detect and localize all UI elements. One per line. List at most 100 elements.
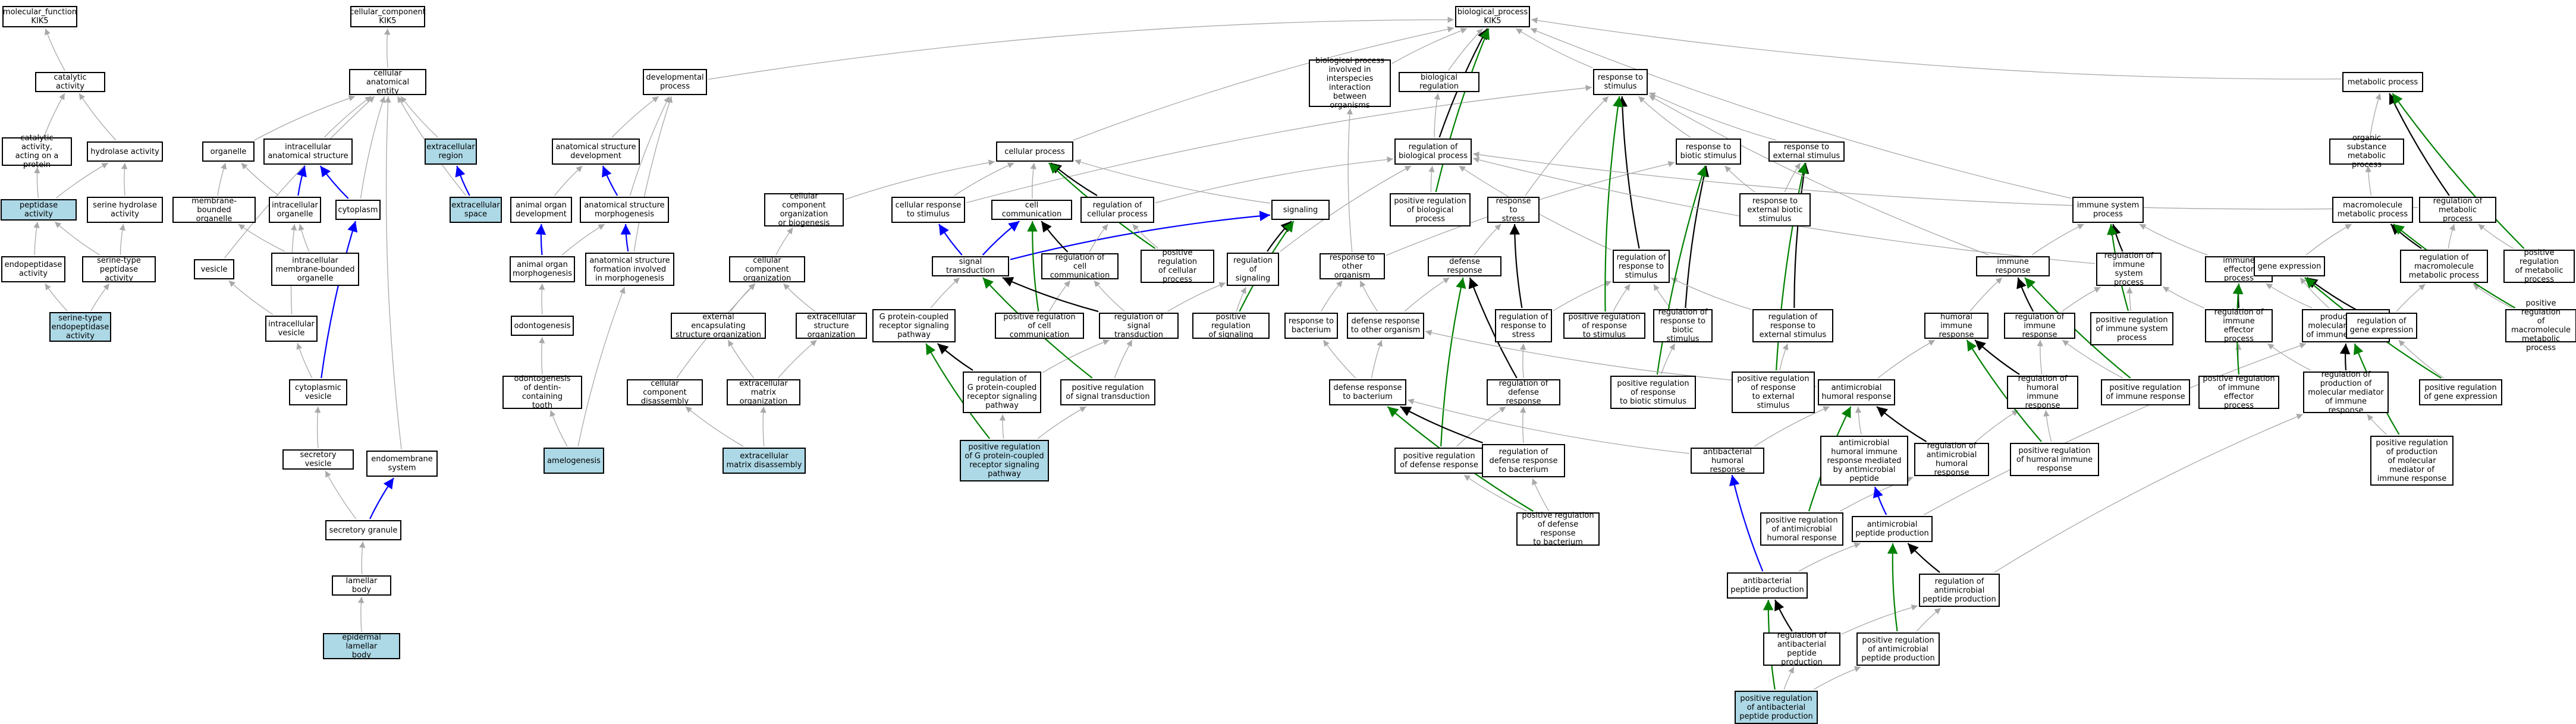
term-node-isp[interactable]: immune system process xyxy=(2072,197,2144,223)
term-node-prisp[interactable]: positive regulation of immune system pro… xyxy=(2090,312,2173,345)
term-node-rst[interactable]: regulation of signal transduction xyxy=(1099,313,1179,339)
term-node-rtbs[interactable]: response to biotic stimulus xyxy=(1676,138,1741,165)
term-node-ems[interactable]: endomembrane system xyxy=(366,451,438,477)
term-node-ias[interactable]: intracellular anatomical structure xyxy=(263,138,353,165)
term-node-rsig[interactable]: regulation of signaling xyxy=(1227,253,1279,286)
term-node-imbo[interactable]: intracellular membrane-bounded organelle xyxy=(271,253,359,286)
term-node-mmp[interactable]: macromolecule metabolic process xyxy=(2332,197,2413,223)
term-node-ramhr[interactable]: regulation of antimicrobial humoral resp… xyxy=(1914,442,1989,477)
term-node-dr[interactable]: defense response xyxy=(1428,256,1501,276)
term-node-rcc[interactable]: regulation of cell communication xyxy=(1041,253,1119,280)
term-node-drb[interactable]: defense response to bacterium xyxy=(1329,379,1406,405)
term-node-breg[interactable]: biological regulation xyxy=(1399,72,1479,92)
term-node-cc[interactable]: cellular_component KIK5 xyxy=(350,6,426,27)
term-node-bpio[interactable]: biological process involved in interspec… xyxy=(1309,56,1391,110)
term-node-prabpp[interactable]: positive regulation of antibacterial pep… xyxy=(1735,691,1818,724)
term-node-rtb[interactable]: response to bacterium xyxy=(1284,313,1338,339)
term-node-amhr[interactable]: antimicrobial humoral response xyxy=(1818,379,1895,405)
term-node-io[interactable]: intracellular organelle xyxy=(269,197,321,223)
term-node-iv[interactable]: intracellular vesicle xyxy=(265,316,318,342)
term-node-er[interactable]: extracellular region xyxy=(425,138,477,165)
term-node-prres[interactable]: positive regulation of response to exter… xyxy=(1732,372,1815,413)
term-node-prcc[interactable]: positive regulation of cell communicatio… xyxy=(995,313,1084,339)
term-node-org[interactable]: organelle xyxy=(202,141,255,162)
term-node-rtebs[interactable]: response to external biotic stimulus xyxy=(1739,193,1811,226)
term-node-osmp[interactable]: organic substance metabolic process xyxy=(2329,134,2404,169)
term-node-lb[interactable]: lamellar body xyxy=(332,575,391,596)
term-node-rbp[interactable]: regulation of biological process xyxy=(1394,138,1472,165)
term-node-prst[interactable]: positive regulation of signal transducti… xyxy=(1060,379,1155,405)
term-node-prge[interactable]: positive regulation of gene expression xyxy=(2419,379,2502,405)
term-node-st[interactable]: signal transduction xyxy=(932,256,1009,276)
term-node-mp[interactable]: metabolic process xyxy=(2342,72,2423,92)
term-node-prmp[interactable]: positive regulation of metabolic process xyxy=(2503,248,2575,284)
term-node-emo[interactable]: extracellular matrix organization xyxy=(727,379,800,406)
term-node-rge[interactable]: regulation of gene expression xyxy=(2346,313,2417,339)
term-node-prampp[interactable]: positive regulation of antimicrobial pep… xyxy=(1856,632,1940,666)
term-node-rrbs[interactable]: regulation of response to biotic stimulu… xyxy=(1653,308,1713,344)
term-node-prir[interactable]: positive regulation of immune response xyxy=(2101,379,2190,405)
term-node-cae[interactable]: cellular anatomical entity xyxy=(349,69,426,96)
term-node-rrst[interactable]: regulation of response to stress xyxy=(1495,309,1552,342)
term-node-sertp[interactable]: serine-type peptidase activity xyxy=(82,256,156,283)
term-node-cyto[interactable]: cytoplasm xyxy=(335,200,381,220)
term-node-rres[interactable]: regulation of response to external stimu… xyxy=(1752,309,1833,342)
term-node-risp[interactable]: regulation of immune system process xyxy=(2096,251,2162,287)
term-node-es[interactable]: extracellular space xyxy=(450,197,502,223)
term-node-elb[interactable]: epidermal lamellar body xyxy=(323,633,400,660)
term-node-mbo[interactable]: membrane-bounded organelle xyxy=(172,197,256,224)
term-node-ge[interactable]: gene expression xyxy=(2254,256,2325,276)
term-node-rmp[interactable]: regulation of metabolic process xyxy=(2419,197,2496,224)
term-node-amhrp[interactable]: antimicrobial humoral immune response me… xyxy=(1820,436,1908,486)
term-node-hir[interactable]: humoral immune response xyxy=(1924,313,1988,339)
term-node-prhir[interactable]: positive regulation of humoral immune re… xyxy=(2010,443,2099,476)
term-node-sv[interactable]: secretory vesicle xyxy=(282,449,354,470)
term-node-rmmp[interactable]: regulation of macromolecule metabolic pr… xyxy=(2400,250,2488,283)
term-node-rtst[interactable]: response to stress xyxy=(1487,197,1540,224)
term-node-prpmmir[interactable]: positive regulation of production of mol… xyxy=(2370,436,2454,486)
term-node-cv[interactable]: cytoplasmic vesicle xyxy=(289,379,347,405)
term-node-ccom[interactable]: cell communication xyxy=(991,200,1072,220)
term-node-pramhr[interactable]: positive regulation of antimicrobial hum… xyxy=(1760,512,1843,546)
term-node-serhyd[interactable]: serine hydrolase activity xyxy=(87,197,163,223)
term-node-rcp[interactable]: regulation of cellular process xyxy=(1080,197,1154,223)
term-node-rampp[interactable]: regulation of antimicrobial peptide prod… xyxy=(1919,574,2000,607)
term-node-asd[interactable]: anatomical structure development xyxy=(552,138,640,165)
term-node-ccd[interactable]: cellular component disassembly xyxy=(627,379,703,406)
term-node-droo[interactable]: defense response to other organism xyxy=(1347,313,1424,339)
term-node-catp[interactable]: catalytic activity, acting on a protein xyxy=(2,134,72,169)
term-node-rdr[interactable]: regulation of defense response xyxy=(1487,379,1560,406)
term-node-prrts[interactable]: positive regulation of response to stimu… xyxy=(1563,313,1645,339)
term-node-odgd[interactable]: odontogenesis of dentin-containing tooth xyxy=(502,374,582,410)
term-node-bp[interactable]: biological_process KIK5 xyxy=(1455,6,1530,27)
term-node-sg[interactable]: secretory granule xyxy=(325,520,401,540)
term-node-eso[interactable]: extracellular structure organization xyxy=(796,313,867,339)
term-node-serte[interactable]: serine-type endopeptidase activity xyxy=(49,312,111,342)
term-node-prbp[interactable]: positive regulation of biological proces… xyxy=(1390,193,1471,226)
term-node-rts[interactable]: response to stimulus xyxy=(1593,69,1648,95)
term-node-endo[interactable]: endopeptidase activity xyxy=(1,256,65,282)
term-node-emd[interactable]: extracellular matrix disassembly xyxy=(722,448,806,474)
term-node-asfm[interactable]: anatomical structure formation involved … xyxy=(585,253,674,286)
term-node-rir[interactable]: regulation of immune response xyxy=(2004,313,2075,339)
term-node-prcp[interactable]: positive regulation of cellular process xyxy=(1141,248,1214,284)
term-node-ir[interactable]: immune response xyxy=(1976,256,2050,276)
term-node-prmmp[interactable]: positive regulation of macromolecule met… xyxy=(2505,299,2576,352)
term-node-rdrb[interactable]: regulation of defense response to bacter… xyxy=(1482,444,1565,477)
term-node-prdrb[interactable]: positive regulation of defense response … xyxy=(1516,511,1600,547)
term-node-pep[interactable]: peptidase activity xyxy=(1,199,77,221)
term-node-dev[interactable]: developmental process xyxy=(643,69,707,95)
term-node-cco[interactable]: cellular component organization xyxy=(729,256,805,283)
term-node-rtes[interactable]: response to external stimulus xyxy=(1768,141,1845,162)
term-node-crs[interactable]: cellular response to stimulus xyxy=(891,197,965,223)
term-node-prrbs[interactable]: positive regulation of response to bioti… xyxy=(1610,376,1696,409)
term-node-rhir[interactable]: regulation of humoral immune response xyxy=(2007,374,2078,410)
term-node-priep[interactable]: positive regulation of immune effector p… xyxy=(2198,374,2279,410)
term-node-rtoo[interactable]: response to other organism xyxy=(1320,253,1385,280)
term-node-ame[interactable]: amelogenesis xyxy=(544,448,604,474)
term-node-mf[interactable]: molecular_function KIK5 xyxy=(2,6,77,27)
term-node-asm[interactable]: anatomical structure morphogenesis xyxy=(580,197,669,223)
term-node-rrts[interactable]: regulation of response to stimulus xyxy=(1613,250,1670,283)
term-node-prdr[interactable]: positive regulation of defense response xyxy=(1394,448,1484,474)
term-node-aod[interactable]: animal organ development xyxy=(510,197,572,223)
